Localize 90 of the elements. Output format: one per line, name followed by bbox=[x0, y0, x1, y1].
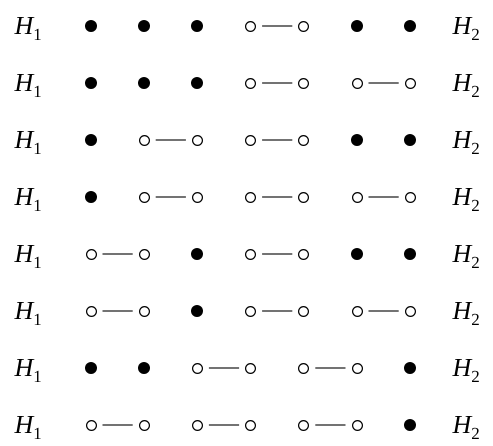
filled-dot bbox=[350, 247, 364, 261]
filled-dot bbox=[190, 19, 204, 33]
connector-line bbox=[368, 196, 399, 198]
connector-line bbox=[156, 196, 186, 198]
open-circle bbox=[244, 362, 258, 374]
math-label: H$_{2}$ bbox=[452, 182, 480, 212]
open-circle bbox=[84, 304, 98, 318]
open-circle bbox=[350, 76, 364, 90]
open-circle bbox=[297, 362, 310, 374]
connector-line bbox=[368, 310, 399, 312]
filled-dot bbox=[137, 361, 152, 375]
open-circle bbox=[244, 134, 258, 146]
open-circle bbox=[297, 304, 310, 318]
filled-dot bbox=[190, 304, 204, 318]
math-label: H$_{1}$ bbox=[14, 11, 42, 41]
math-label: H$_{2}$ bbox=[452, 410, 480, 440]
filled-dot bbox=[84, 190, 98, 204]
open-circle bbox=[404, 304, 417, 318]
open-circle bbox=[350, 304, 364, 318]
connector-line bbox=[102, 310, 133, 312]
filled-dot bbox=[403, 19, 418, 33]
open-circle bbox=[138, 304, 151, 318]
open-circle bbox=[350, 418, 364, 432]
connector-line bbox=[262, 82, 292, 84]
connector-line bbox=[262, 310, 292, 312]
open-circle bbox=[138, 190, 151, 204]
filled-dot bbox=[137, 19, 152, 33]
math-label: H$_{1}$ bbox=[14, 182, 42, 212]
math-label: H$_{2}$ bbox=[452, 125, 480, 155]
filled-dot bbox=[403, 418, 418, 432]
math-label: H$_{1}$ bbox=[14, 353, 42, 383]
open-circle bbox=[244, 190, 258, 204]
connector-line bbox=[262, 139, 292, 141]
open-circle bbox=[138, 134, 151, 146]
open-circle bbox=[297, 134, 310, 146]
filled-dot bbox=[403, 247, 418, 261]
connector-line bbox=[315, 367, 346, 369]
math-label: H$_{2}$ bbox=[452, 68, 480, 98]
open-circle bbox=[297, 190, 310, 204]
math-label: H$_{1}$ bbox=[14, 296, 42, 326]
filled-dot bbox=[350, 133, 364, 147]
filled-dot bbox=[84, 361, 98, 375]
math-label: H$_{1}$ bbox=[14, 410, 42, 440]
filled-dot bbox=[137, 76, 152, 90]
open-circle bbox=[404, 190, 417, 204]
filled-dot bbox=[403, 133, 418, 147]
open-circle bbox=[350, 190, 364, 204]
open-circle bbox=[297, 20, 310, 32]
connector-line bbox=[315, 424, 346, 426]
math-label: H$_{1}$ bbox=[14, 68, 42, 98]
connector-line bbox=[262, 253, 292, 255]
open-circle bbox=[190, 418, 204, 432]
connector-line bbox=[262, 25, 292, 27]
filled-dot bbox=[84, 76, 98, 90]
connector-line bbox=[208, 424, 240, 426]
math-label: H$_{2}$ bbox=[452, 353, 480, 383]
open-circle bbox=[190, 134, 204, 146]
connector-line bbox=[102, 424, 133, 426]
open-circle bbox=[138, 248, 151, 260]
open-circle bbox=[404, 76, 417, 90]
open-circle bbox=[244, 76, 258, 90]
filled-dot bbox=[84, 133, 98, 147]
open-circle bbox=[244, 20, 258, 32]
math-label: H$_{2}$ bbox=[452, 296, 480, 326]
open-circle bbox=[244, 248, 258, 260]
open-circle bbox=[84, 418, 98, 432]
filled-dot bbox=[84, 19, 98, 33]
open-circle bbox=[84, 248, 98, 260]
connector-line bbox=[156, 139, 186, 141]
open-circle bbox=[350, 362, 364, 374]
open-circle bbox=[190, 362, 204, 374]
filled-dot bbox=[403, 361, 418, 375]
connector-line bbox=[208, 367, 240, 369]
math-label: H$_{2}$ bbox=[452, 11, 480, 41]
filled-dot bbox=[190, 76, 204, 90]
open-circle bbox=[244, 418, 258, 432]
open-circle bbox=[190, 190, 204, 204]
filled-dot bbox=[190, 247, 204, 261]
math-label: H$_{1}$ bbox=[14, 125, 42, 155]
open-circle bbox=[297, 248, 310, 260]
open-circle bbox=[244, 304, 258, 318]
connector-line bbox=[262, 196, 292, 198]
open-circle bbox=[138, 418, 151, 432]
connector-line bbox=[368, 82, 399, 84]
open-circle bbox=[297, 76, 310, 90]
math-label: H$_{2}$ bbox=[452, 239, 480, 269]
filled-dot bbox=[350, 19, 364, 33]
math-label: H$_{1}$ bbox=[14, 239, 42, 269]
connector-line bbox=[102, 253, 133, 255]
open-circle bbox=[297, 418, 310, 432]
